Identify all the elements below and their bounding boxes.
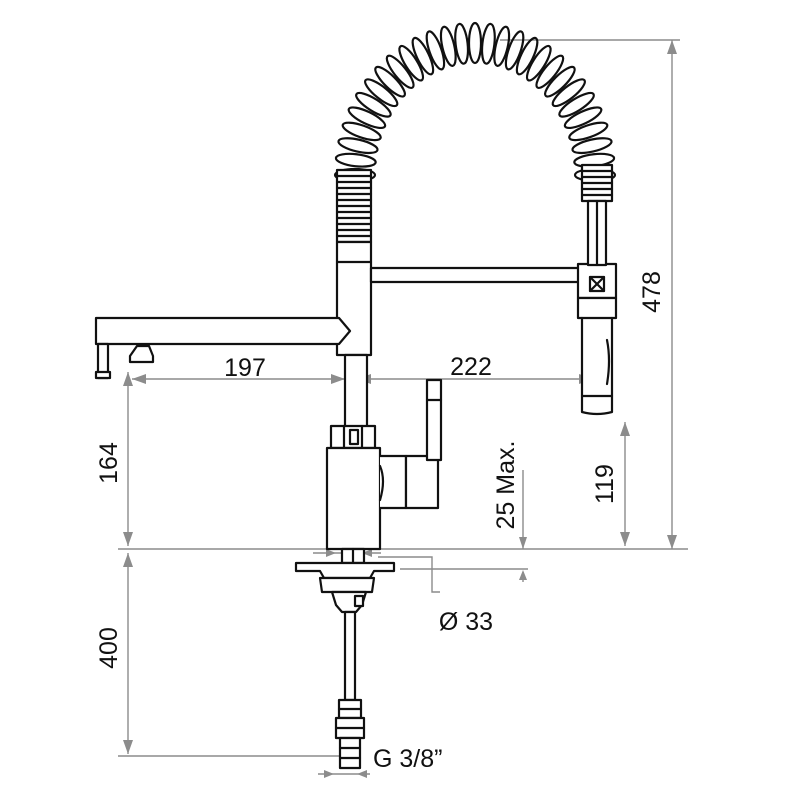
hose-length-label: 400 [95, 627, 123, 669]
spring-loop [411, 36, 435, 76]
fixing-plate [294, 561, 396, 580]
spray-height-label: 119 [591, 464, 619, 504]
lever-housing [404, 454, 440, 510]
spray-reach-label: 222 [450, 353, 492, 381]
spring-loop [355, 91, 392, 118]
hose-connector [338, 736, 362, 770]
spring-loop [535, 54, 565, 89]
spray-holder-arm [369, 266, 581, 284]
spring-loop [398, 44, 425, 82]
spring-loop [563, 106, 603, 130]
spring-loop [571, 137, 613, 155]
spring-loop [334, 152, 377, 168]
dimension-lines [118, 39, 688, 778]
spring-loop [558, 91, 595, 118]
counter-thickness-label: 25 Max. [492, 441, 520, 530]
total-height-label: 478 [638, 271, 666, 313]
spring-loop [364, 78, 399, 108]
dimension-labels: 478 197 222 164 119 25 Max. Ø 33 400 G 3… [95, 271, 666, 773]
spring-loop [544, 65, 576, 98]
spring-loop [385, 54, 415, 89]
column-lower-stem [343, 353, 369, 431]
spring-loop [551, 78, 586, 108]
spring-loop [493, 25, 511, 67]
spring-loop [439, 25, 457, 67]
faucet-drawing [94, 21, 618, 770]
spring-loop [454, 22, 470, 65]
spring-loop [337, 137, 379, 155]
swivel-spout [94, 316, 352, 346]
spring-loop [480, 22, 496, 65]
hole-diameter-label: Ø 33 [439, 608, 493, 636]
spring-loop [467, 21, 483, 65]
spring-loop [504, 30, 525, 71]
spring-loop [347, 106, 387, 130]
spring-loop [425, 30, 446, 71]
spring-loop [374, 65, 406, 98]
spout-nose [128, 344, 155, 364]
spring-loop [515, 36, 539, 76]
spring-loop [568, 121, 609, 142]
connection-label: G 3/8” [373, 745, 442, 773]
mixer-body [325, 446, 382, 551]
spring-loop [341, 121, 382, 142]
spring-loop [525, 44, 552, 82]
spout-reach-label: 197 [224, 354, 266, 382]
spring-coil [333, 21, 617, 183]
hole-diameter-leader [378, 556, 440, 593]
flexible-hose [343, 610, 357, 702]
spout-height-label: 164 [95, 442, 123, 484]
lever-handle [425, 378, 443, 462]
